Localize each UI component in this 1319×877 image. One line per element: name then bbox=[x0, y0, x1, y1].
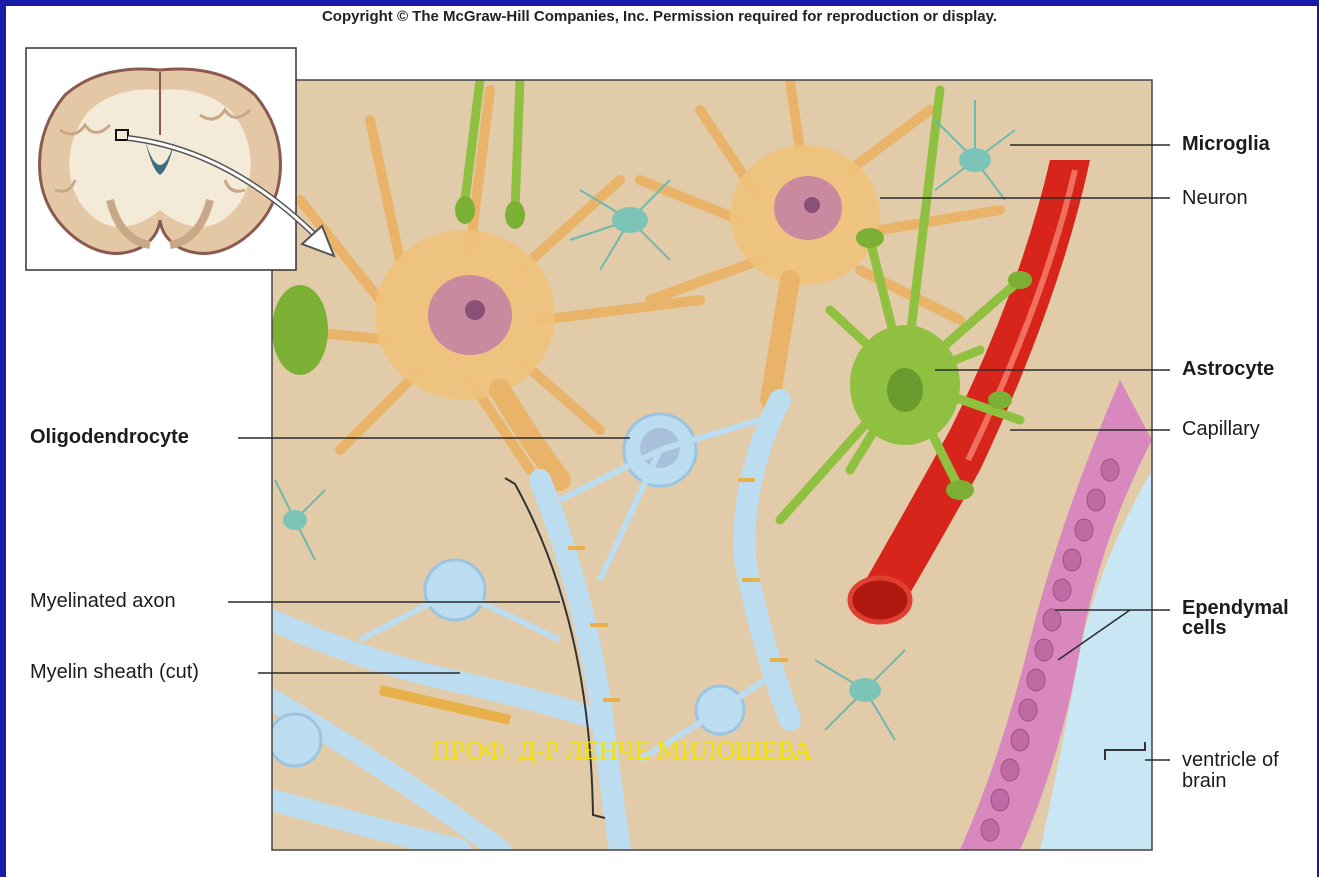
label-capillary: Capillary bbox=[1182, 419, 1260, 440]
label-myelin-sheath: Myelin sheath (cut) bbox=[30, 662, 199, 683]
label-ventricle-line1: ventricle of bbox=[1182, 750, 1279, 771]
label-ventricle-line2: brain bbox=[1182, 771, 1226, 792]
label-neuron: Neuron bbox=[1182, 188, 1248, 209]
brain-section-inset bbox=[26, 48, 334, 270]
label-myelinated-axon: Myelinated axon bbox=[30, 591, 176, 612]
label-oligodendrocyte: Oligodendrocyte bbox=[30, 427, 189, 448]
main-illustration bbox=[269, 80, 1152, 850]
label-microglia: Microglia bbox=[1182, 134, 1270, 155]
label-ependymal-line1: Ependymal bbox=[1182, 598, 1289, 619]
author-credit: ПРОФ. Д-Р ЛЕНЧЕ МИЛОШЕВА bbox=[432, 736, 812, 766]
label-astrocyte: Astrocyte bbox=[1182, 359, 1274, 380]
label-ependymal-line2: cells bbox=[1182, 618, 1226, 639]
